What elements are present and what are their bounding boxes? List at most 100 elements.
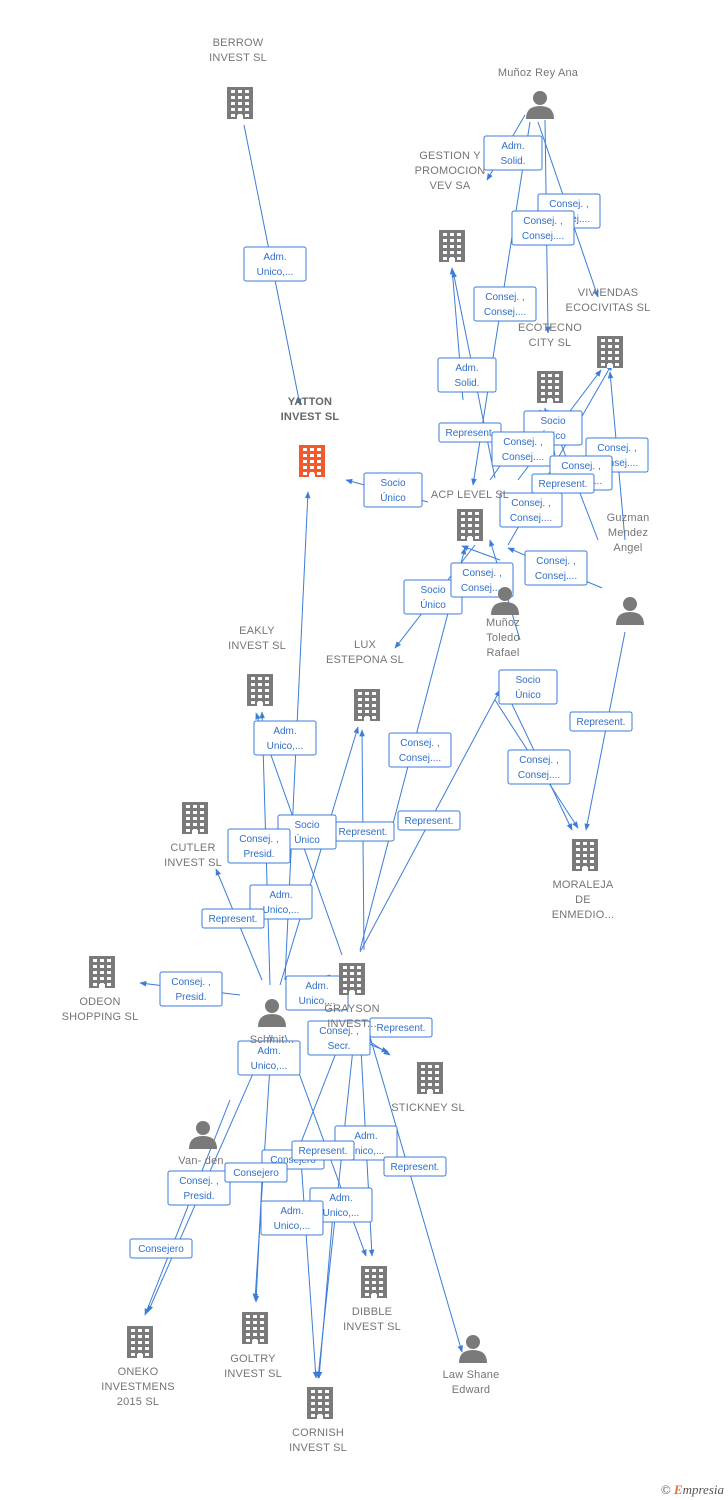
edge-label-box	[260, 1200, 324, 1236]
edge-label-text: Presid.	[243, 849, 274, 860]
edge-label[interactable]: Represent.	[383, 1156, 447, 1177]
edge-label[interactable]: Consejero	[224, 1162, 288, 1183]
edge-label-box	[237, 1040, 301, 1076]
node-label: 2015 SL	[117, 1396, 159, 1408]
node-label: Muñoz	[486, 617, 520, 629]
edge-label[interactable]: Adm.Unico,...	[249, 884, 313, 920]
edge-label-box	[129, 1238, 193, 1259]
edge-label[interactable]: Represent.	[369, 1017, 433, 1038]
building-icon	[537, 371, 563, 403]
node-acp[interactable]: ACP LEVEL SL	[431, 489, 509, 541]
edge-label-box	[473, 286, 537, 322]
edge-label-box	[383, 1156, 447, 1177]
copyright-symbol: ©	[660, 1482, 671, 1497]
edge-label[interactable]: Adm.Unico,...	[260, 1200, 324, 1236]
edge-label[interactable]: Consej. ,Consej....	[507, 749, 571, 785]
node-label: ECOTECNO	[518, 322, 582, 334]
edge-label[interactable]: Adm.Unico,...	[253, 720, 317, 756]
node-label: INVEST SL	[343, 1321, 401, 1333]
edge-label-text: Consej....	[596, 458, 638, 469]
building-icon	[439, 230, 465, 262]
node-stickney[interactable]: STICKNEY SL	[391, 1062, 465, 1114]
edge-label[interactable]: Represent.	[201, 908, 265, 929]
node-moraleja[interactable]: MORALEJADEENMEDIO...	[552, 839, 615, 921]
edge-label[interactable]: Represent.	[531, 473, 595, 494]
node-label: Toledo	[486, 632, 520, 644]
edge-label[interactable]: Adm.Solid.	[483, 135, 543, 171]
edge-label[interactable]: Consej. ,Presid.	[167, 1170, 231, 1206]
edge-label[interactable]: Adm.Solid.	[437, 357, 497, 393]
edge-label-text: Consej....	[518, 770, 560, 781]
edge-label[interactable]: Adm.Unico,...	[237, 1040, 301, 1076]
edge-label[interactable]: Consej. ,Consej....	[450, 562, 514, 598]
edge-label-text: Represent.	[339, 827, 388, 838]
node-label: INVESTMENS	[101, 1381, 175, 1393]
node-munoz-rey[interactable]: Muñoz Rey Ana	[498, 67, 579, 119]
node-label: ACP LEVEL SL	[431, 489, 509, 501]
node-label: VIVIENDAS	[578, 287, 639, 299]
edge-label[interactable]: Represent.	[569, 711, 633, 732]
edge-label-text: Represent.	[391, 1162, 440, 1173]
edge-label[interactable]: Consej. ,Consej....	[491, 431, 555, 467]
edge-label[interactable]: Represent.	[331, 821, 395, 842]
edge-label[interactable]: Consejero	[129, 1238, 193, 1259]
edge-label[interactable]: Consej. ,Consej....	[388, 732, 452, 768]
edge-label-box	[369, 1017, 433, 1038]
node-eakly[interactable]: EAKLY INVEST SL	[228, 625, 286, 706]
edge-label[interactable]: Consej. , Consej....	[473, 286, 537, 322]
edge-label[interactable]: Consej. ,Consej....	[511, 210, 575, 246]
edge-label-text: Consej....	[484, 307, 526, 318]
edge-label-text: Consej. ,	[511, 498, 550, 509]
edge-label[interactable]: Consej. ,Consej....	[524, 550, 588, 586]
edge-label-box	[363, 472, 423, 508]
node-label: EAKLY	[239, 625, 275, 637]
edge-label-box	[227, 828, 291, 864]
edge-label[interactable]: Consej. ,Secr.	[307, 1020, 371, 1056]
building-icon	[339, 963, 365, 995]
edge-label-text: Adm.	[455, 363, 478, 374]
edge-label[interactable]: Consej. ,Presid.	[227, 828, 291, 864]
edge-label[interactable]: Adm.Unico,...	[285, 975, 349, 1011]
edge-label-text: Represent.	[209, 914, 258, 925]
edge-label-text: Socio	[515, 675, 540, 686]
edge-label[interactable]: Represent.	[291, 1140, 355, 1161]
edge-label[interactable]: Consej. ,Consej....	[499, 492, 563, 528]
node-label: MORALEJA	[553, 879, 614, 891]
edge-label[interactable]: Adm.Unico,...	[243, 246, 307, 282]
node-vanden[interactable]: Van- den	[178, 1121, 224, 1167]
node-label: INVEST SL	[228, 640, 286, 652]
edge-label-box	[388, 732, 452, 768]
person-icon	[459, 1335, 487, 1363]
edge-label-text: Represent.	[577, 717, 626, 728]
node-label: ECOCIVITAS SL	[566, 302, 651, 314]
edge-label-text: Consej. ,	[485, 292, 524, 303]
node-viviendas[interactable]: VIVIENDAS ECOCIVITAS SL	[566, 287, 651, 368]
edge-labels-layer: Adm.Unico,... Adm.Solid. Consej. , Consej..…	[129, 135, 649, 1259]
node-grayson[interactable]: GRAYSONINVEST...	[324, 963, 380, 1030]
edge-label-text: Consej. ,	[400, 738, 439, 749]
edge-label[interactable]: Consej. ,Presid.	[159, 971, 223, 1007]
edge-label[interactable]: Represent.	[397, 810, 461, 831]
node-schmit[interactable]: Schmit...	[250, 999, 295, 1046]
node-label: Rafael	[487, 647, 520, 659]
edge-label-text: Adm.	[329, 1193, 352, 1204]
